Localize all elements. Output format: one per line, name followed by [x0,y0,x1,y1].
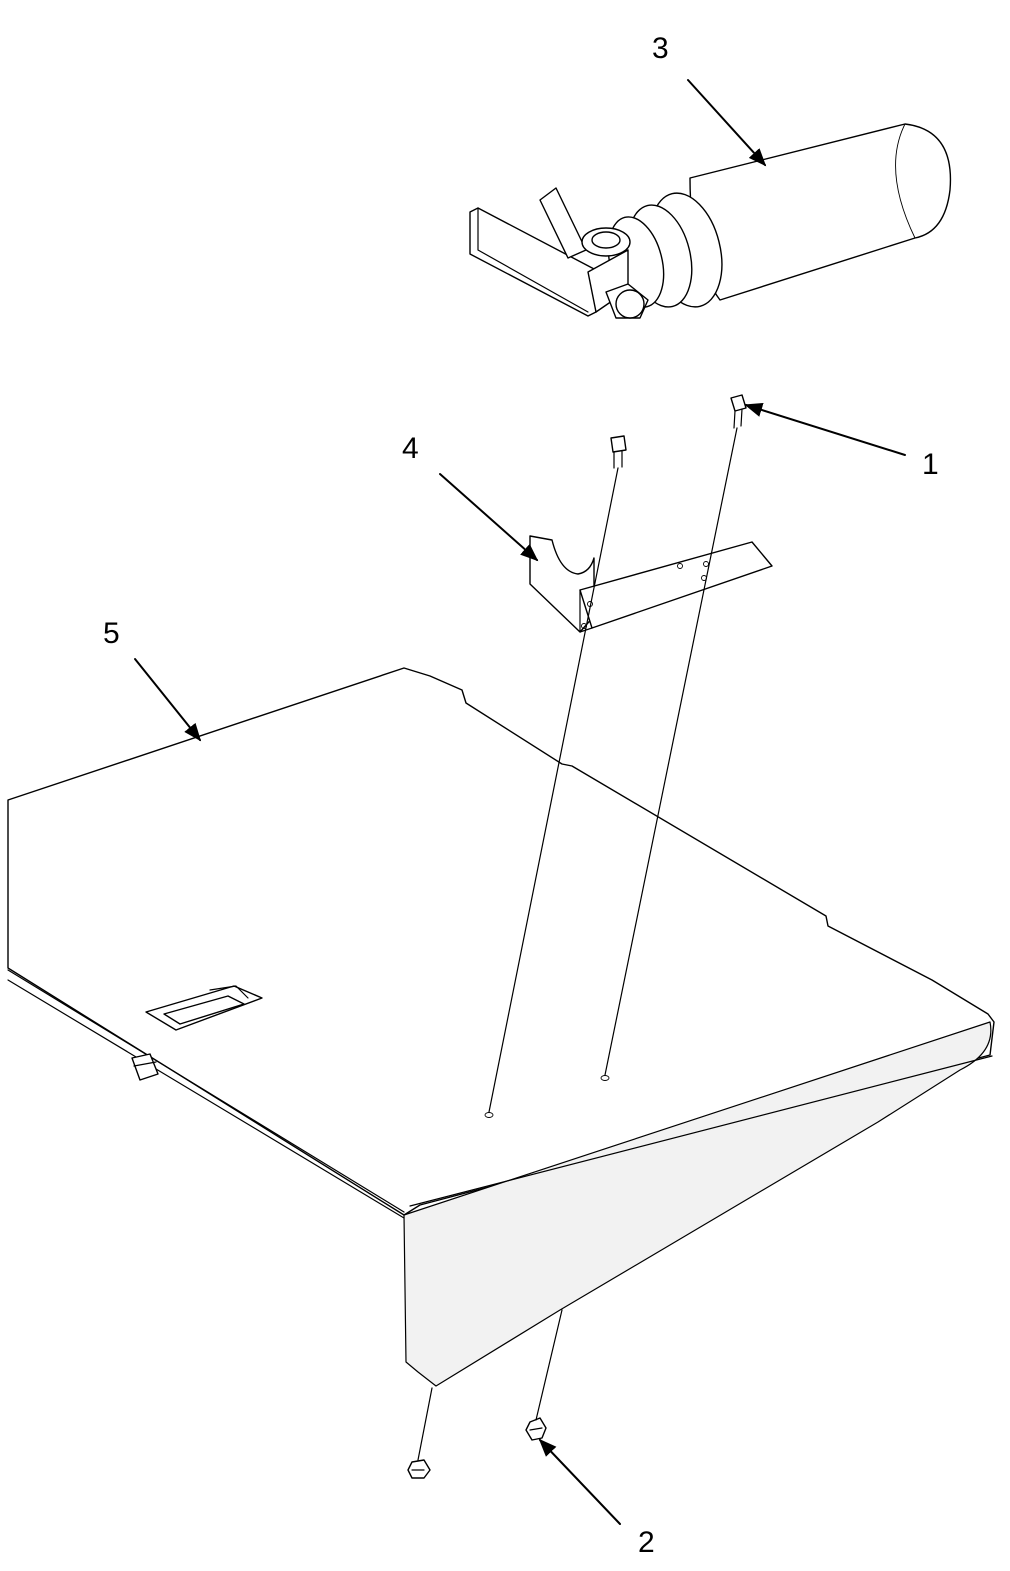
callout-4: 4 [402,432,419,465]
leader-lines [134,79,906,1525]
callout-1: 1 [922,448,939,481]
nut-right [525,1417,547,1441]
tray-front-fold [403,1021,992,1387]
part-4-bracket [529,535,773,633]
cylinder-mount-bracket [469,207,597,317]
assembly-center-lines [417,427,738,1461]
underside-clip [131,1053,159,1081]
callout-2: 2 [638,1526,655,1559]
part-2-nuts [407,1417,547,1479]
leader-3 [687,79,767,167]
bolt-right [730,394,747,429]
leader-1 [744,402,906,456]
callout-3: 3 [652,32,669,65]
bracket-horizontal-arm [579,541,773,629]
cylinder-body [689,123,952,301]
latch-handle [145,985,263,1031]
tray-top-face [7,667,995,1216]
leader-2 [538,1438,621,1525]
nut-left [407,1459,431,1479]
bracket-vertical-flange [529,535,595,633]
part-3-cylinder-assembly [469,123,952,319]
leader-4 [439,473,539,562]
leader-5 [134,658,202,742]
part-5-tray [7,667,995,1387]
part-1-bolts [610,394,747,469]
callout-5: 5 [103,617,120,650]
bolt-left [610,435,627,469]
